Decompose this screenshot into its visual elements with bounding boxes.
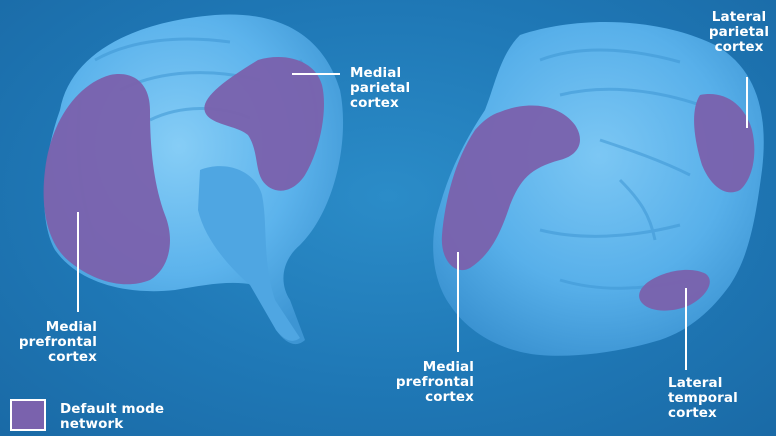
label-right-medial-prefrontal: Medial prefrontal cortex <box>374 360 474 405</box>
label-left-medial-prefrontal: Medial prefrontal cortex <box>4 320 97 365</box>
legend-swatch-default-mode-network <box>10 399 46 431</box>
label-left-medial-parietal: Medial parietal cortex <box>350 66 410 111</box>
legend-label: Default mode network <box>60 402 164 432</box>
lateral-brain-view <box>433 22 764 356</box>
label-right-lateral-parietal: Lateral parietal cortex <box>702 10 776 55</box>
medial-brain-view <box>44 14 343 344</box>
label-right-lateral-temporal: Lateral temporal cortex <box>668 376 738 421</box>
